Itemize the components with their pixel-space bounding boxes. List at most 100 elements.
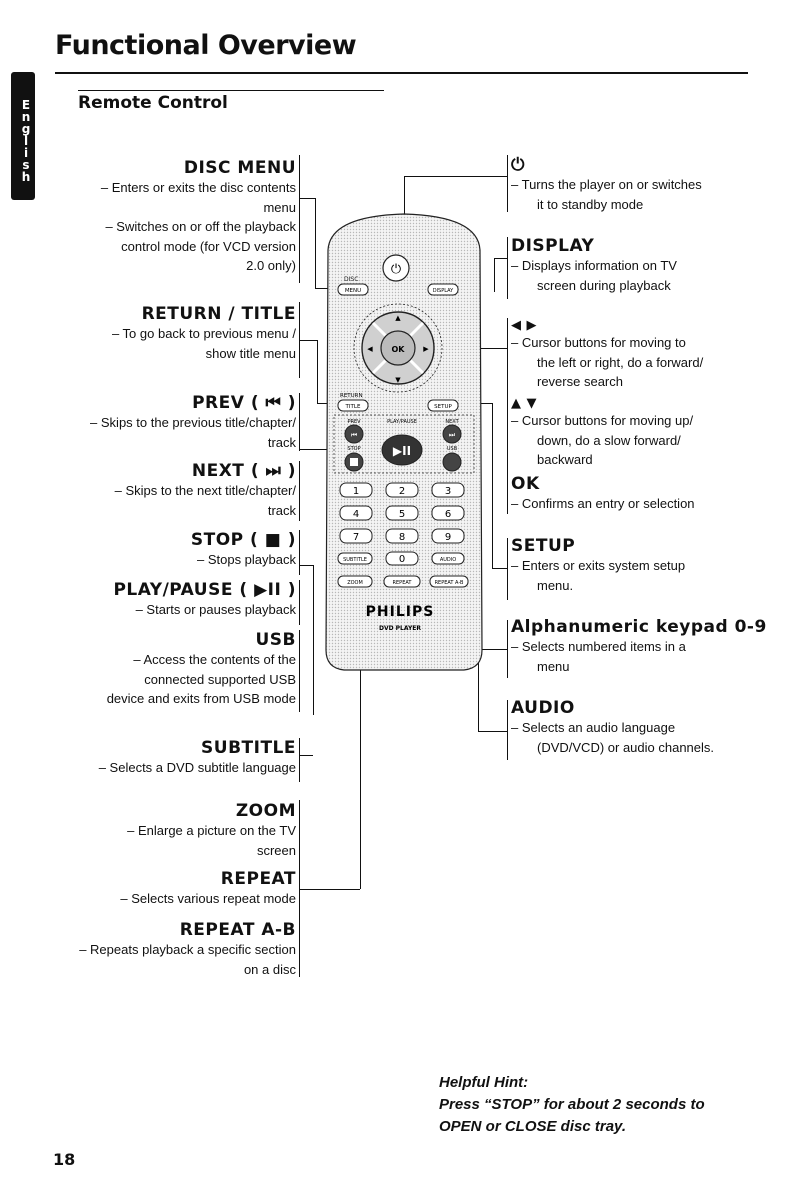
bracket-play (299, 580, 300, 625)
bracket-subtitle (299, 738, 300, 782)
stop-desc-1: – Stops playback (196, 552, 296, 567)
remote-brand-logo: PHILIPS (366, 604, 435, 620)
bracket-zoom-repeat (299, 800, 300, 977)
remote-key-4[interactable] (339, 505, 373, 521)
subtitle-desc-1: – Selects a DVD subtitle language (98, 760, 296, 775)
ok-desc-1: – Confirms an entry or selection (511, 496, 695, 511)
remote-key-6[interactable] (431, 505, 465, 521)
remote-repeat-ab-button[interactable] (429, 575, 469, 588)
zoom-desc-2: screen (256, 842, 296, 858)
hint-line-1: Press “STOP” for about 2 seconds to (439, 1096, 705, 1113)
setup-desc-1: – Enters or exits system setup (511, 558, 686, 573)
remote-key-4-label: 4 (353, 509, 359, 520)
remote-zoom-button[interactable] (337, 575, 373, 588)
leader-repeat-h (300, 889, 360, 890)
bracket-display (507, 237, 508, 299)
remote-disc-label: DISC (344, 276, 358, 283)
usb-desc-3: device and exits from USB mode (106, 691, 296, 706)
return-title-heading: RETURN / TITLE (141, 304, 296, 324)
leader-return-h (299, 340, 317, 341)
leader-prev-h (299, 449, 335, 450)
remote-repeat-button[interactable] (383, 575, 421, 588)
left-right-desc-3: reverse search (537, 374, 623, 389)
next-desc-1: – Skips to the next title/chapter/ (114, 483, 296, 498)
remote-key-5-label: 5 (399, 509, 405, 520)
remote-title-label: TITLE (345, 404, 361, 410)
return-title-desc-2: show title menu (205, 345, 296, 361)
bracket-disc-menu (299, 155, 300, 283)
leader-repeat-v (360, 595, 361, 889)
disc-menu-desc-3: – Switches on or off the playback (105, 219, 296, 234)
left-right-arrows-icon: ◀ ▶ (511, 318, 538, 333)
remote-stop-label: STOP (347, 446, 360, 452)
remote-key-0[interactable] (385, 551, 419, 566)
leader-setup-h (478, 403, 492, 404)
remote-nav-ring-outer (353, 303, 443, 393)
leader-disc-h (299, 198, 315, 199)
stop-block: STOP ( ■ ) – Stops playback (20, 530, 296, 570)
audio-heading: AUDIO (511, 698, 575, 718)
play-pause-heading: PLAY/PAUSE ( ▶II ) (113, 580, 296, 600)
remote-ok-button[interactable] (380, 330, 416, 366)
play-pause-desc-1: – Starts or pauses playback (135, 602, 296, 617)
remote-title-button[interactable] (337, 399, 369, 412)
display-desc-2: screen during playback (537, 277, 671, 293)
remote-setup-label: SETUP (434, 404, 452, 410)
remote-model-label: DVD PLAYER (379, 625, 421, 632)
remote-ok-label: OK (392, 345, 406, 354)
remote-setup-button[interactable] (427, 399, 459, 412)
repeat-desc-1: – Selects various repeat mode (120, 891, 296, 906)
remote-key-8[interactable] (385, 528, 419, 544)
remote-key-9-label: 9 (445, 532, 451, 543)
remote-key-3[interactable] (431, 482, 465, 498)
remote-return-label: RETURN (340, 393, 363, 399)
stop-heading: STOP ( ■ ) (190, 530, 296, 550)
remote-key-1[interactable] (339, 482, 373, 498)
remote-display-button[interactable] (427, 283, 459, 296)
leader-audio-h (478, 731, 507, 732)
hint-line-2: OPEN or CLOSE disc tray. (439, 1118, 626, 1135)
remote-next-label: NEXT (445, 419, 459, 425)
remote-prev-icon: ⏮ (351, 431, 357, 439)
prev-heading: PREV ( ⏮ ) (192, 393, 296, 413)
disc-menu-desc-5: 2.0 only) (246, 258, 296, 273)
leader-display-h (494, 258, 507, 259)
usb-desc-2: connected supported USB (144, 671, 296, 687)
remote-illustration: ⏻ DISC MENU DISPLAY OK ▲ ▼ ◀ ▶ RETURN TI… (325, 213, 483, 671)
remote-prev-label: PREV (347, 419, 361, 425)
leader-subtitle-v (313, 565, 314, 715)
remote-key-9[interactable] (431, 528, 465, 544)
remote-audio-label: AUDIO (440, 557, 456, 563)
remote-disc-menu-button[interactable] (337, 283, 369, 296)
remote-next-button[interactable] (442, 424, 462, 444)
remote-play-pause-icon: ▶II (393, 444, 411, 458)
disc-menu-heading: DISC MENU (183, 158, 296, 178)
audio-desc-2: (DVD/VCD) or audio channels. (537, 739, 715, 755)
up-down-desc-3: backward (537, 452, 593, 467)
leader-audio-v (478, 655, 479, 731)
remote-subtitle-button[interactable] (337, 552, 373, 565)
remote-key-7[interactable] (339, 528, 373, 544)
repeat-heading: REPEAT (220, 869, 296, 889)
remote-key-2[interactable] (385, 482, 419, 498)
remote-key-3-label: 3 (445, 486, 451, 497)
repeat-ab-heading: REPEAT A-B (179, 920, 296, 940)
remote-audio-button[interactable] (431, 552, 465, 565)
remote-key-5[interactable] (385, 505, 419, 521)
usb-desc-1: – Access the contents of the (133, 652, 296, 667)
power-desc-1: – Turns the player on or switches (511, 177, 702, 192)
ok-heading: OK (511, 474, 540, 494)
remote-prev-button[interactable] (344, 424, 364, 444)
disc-menu-desc-1: – Enters or exits the disc contents (100, 180, 296, 195)
leader-stop-h (299, 565, 313, 566)
leader-power-h (404, 176, 507, 177)
subtitle-rule (78, 90, 384, 91)
leader-setup-v (492, 403, 493, 568)
setup-block: SETUP – Enters or exits system setup men… (511, 536, 771, 595)
remote-play-pause-button[interactable] (381, 434, 423, 466)
bracket-stop (299, 530, 300, 575)
prev-desc-2: track (267, 434, 296, 450)
remote-power-button[interactable] (382, 254, 410, 282)
remote-usb-button[interactable] (442, 452, 462, 472)
keypad-desc-1: – Selects numbered items in a (511, 639, 686, 654)
